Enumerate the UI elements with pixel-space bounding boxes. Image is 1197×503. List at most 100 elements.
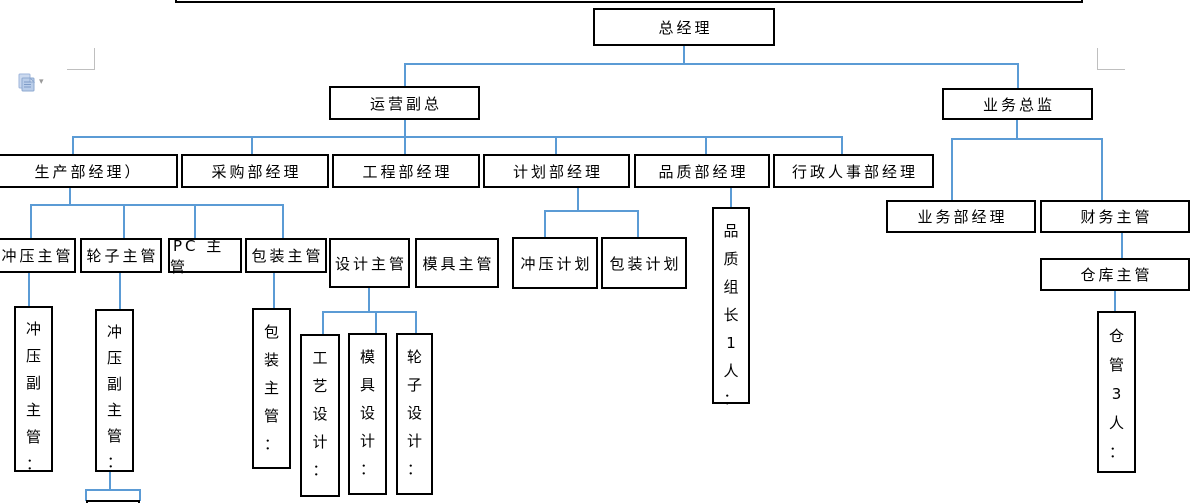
org-node-label: 设计主管 — [334, 254, 407, 273]
org-node-business-dept-manager[interactable]: 业务部经理 — [886, 200, 1036, 233]
connector-line — [322, 311, 324, 334]
org-node-label: 轮 子 设 计 ： — [406, 348, 422, 478]
org-node-label: 工 艺 设 计 ： — [312, 349, 328, 479]
connector-line — [139, 489, 141, 501]
connector-line — [555, 136, 557, 154]
org-node-admin-hr-manager[interactable]: 行政人事部经理 — [773, 154, 934, 188]
org-node-purchasing-manager[interactable]: 采购部经理 — [181, 154, 329, 188]
org-node-label: 总经理 — [658, 18, 713, 37]
connector-line — [194, 204, 196, 238]
org-node-quality-team-leader[interactable]: 品 质 组 长 1 人 ： — [712, 207, 750, 408]
org-node-operations-vp[interactable]: 运营副总 — [329, 86, 480, 120]
org-node-label: 包装主管 — [251, 247, 324, 265]
org-node-label: 轮子主管 — [86, 247, 159, 265]
paste-options-button[interactable]: ▾ — [18, 70, 56, 94]
org-node-label: 包装计划 — [609, 254, 682, 273]
connector-line — [109, 472, 111, 490]
org-node-packaging-supervisor[interactable]: 包装主管 — [245, 238, 327, 273]
org-node-label: 仓 管 3 人 ： — [1108, 327, 1124, 461]
connector-line — [85, 489, 87, 501]
org-node-stamping-planning[interactable]: 冲压计划 — [512, 237, 598, 289]
connector-line — [1114, 291, 1116, 311]
connector-line — [544, 210, 639, 212]
connector-line — [119, 273, 121, 309]
page-margin-crop-mark — [67, 69, 95, 70]
org-node-mold-design[interactable]: 模 具 设 计 ： — [348, 333, 387, 495]
connector-line — [404, 63, 1019, 65]
org-node-label: 计划部经理 — [512, 162, 603, 181]
org-node-quality-manager[interactable]: 品质部经理 — [634, 154, 770, 188]
connector-line — [730, 187, 732, 207]
org-node-label: PC 主管 — [170, 236, 225, 276]
connector-line — [404, 63, 406, 86]
connector-line — [28, 273, 30, 306]
page-margin-crop-mark — [1097, 69, 1125, 70]
org-node-label: 运营副总 — [369, 94, 442, 113]
org-node-finance-supervisor[interactable]: 财务主管 — [1040, 200, 1190, 233]
connector-line — [322, 311, 417, 313]
connector-line — [375, 311, 377, 333]
page-margin-crop-mark — [94, 48, 95, 70]
paste-options-dropdown-icon[interactable]: ▾ — [39, 76, 44, 87]
org-node-label: 品 质 组 长 1 人 ： — [723, 222, 739, 408]
org-node-label: 工程部经理 — [362, 162, 453, 181]
connector-line — [123, 204, 125, 238]
connector-line — [415, 311, 417, 333]
connector-line — [404, 136, 406, 154]
connector-line — [404, 120, 406, 137]
connector-line — [544, 210, 546, 237]
org-node-process-design[interactable]: 工 艺 设 计 ： — [300, 334, 340, 497]
org-node-label: 行政人事部经理 — [791, 162, 918, 181]
org-node-clipped-bottom-box[interactable] — [86, 500, 140, 503]
org-node-label: 仓库主管 — [1080, 266, 1153, 284]
org-node-label: 财务主管 — [1080, 208, 1153, 226]
connector-line — [85, 489, 141, 491]
org-node-packaging-planning[interactable]: 包装计划 — [601, 237, 687, 289]
connector-line — [368, 288, 370, 312]
org-node-label: 采购部经理 — [211, 162, 302, 181]
org-node-planning-manager[interactable]: 计划部经理 — [483, 154, 630, 188]
connector-line — [683, 46, 685, 64]
org-node-label: 模具主管 — [422, 254, 495, 273]
org-node-pc-supervisor[interactable]: PC 主管 — [168, 237, 242, 276]
org-node-label: 生产部经理） — [34, 162, 143, 181]
connector-line — [72, 136, 843, 138]
org-node-wheel-design[interactable]: 轮 子 设 计 ： — [396, 333, 433, 495]
org-node-general-manager[interactable]: 总经理 — [593, 8, 775, 46]
connector-line — [577, 187, 579, 211]
connector-line — [30, 204, 32, 238]
org-node-wheel-supervisor[interactable]: 轮子主管 — [80, 238, 162, 273]
org-node-warehouse-keeper[interactable]: 仓 管 3 人 ： — [1097, 311, 1136, 473]
connector-line — [841, 136, 843, 154]
connector-line — [30, 204, 284, 206]
connector-line — [1101, 138, 1103, 200]
org-node-packaging-supervisor-2[interactable]: 包 装 主 管 ： — [252, 308, 291, 469]
org-node-production-manager[interactable]: 生产部经理） — [0, 154, 178, 188]
org-node-design-supervisor[interactable]: 设计主管 — [329, 238, 410, 288]
org-node-label: 模 具 设 计 ： — [359, 348, 375, 478]
org-node-mold-supervisor[interactable]: 模具主管 — [415, 238, 499, 288]
org-node-stamping-deputy-supervisor-1[interactable]: 冲 压 副 主 管 ： — [14, 306, 53, 473]
connector-line — [951, 138, 953, 200]
org-node-label: 业务总监 — [982, 95, 1055, 114]
org-node-engineering-manager[interactable]: 工程部经理 — [332, 154, 480, 188]
connector-line — [1017, 63, 1019, 88]
org-node-business-director[interactable]: 业务总监 — [942, 88, 1093, 120]
page-margin-crop-mark — [1097, 48, 1098, 70]
org-node-label: 冲压主管 — [1, 247, 74, 265]
connector-line — [637, 210, 639, 237]
org-node-label: 品质部经理 — [658, 162, 749, 181]
connector-line — [951, 138, 1103, 140]
org-node-clipped-top-box[interactable] — [175, 0, 1083, 3]
org-node-label: 冲压计划 — [520, 254, 593, 273]
org-node-stamping-supervisor[interactable]: 冲压主管 — [0, 238, 76, 273]
org-node-label: 冲 压 副 主 管 ： — [106, 323, 122, 471]
connector-line — [251, 136, 253, 154]
connector-line — [273, 273, 275, 308]
connector-line — [1016, 120, 1018, 139]
org-node-warehouse-supervisor[interactable]: 仓库主管 — [1040, 258, 1190, 291]
org-node-stamping-deputy-supervisor-2[interactable]: 冲 压 副 主 管 ： — [95, 309, 134, 472]
connector-line — [282, 204, 284, 238]
org-node-label: 冲 压 副 主 管 ： — [25, 320, 41, 473]
